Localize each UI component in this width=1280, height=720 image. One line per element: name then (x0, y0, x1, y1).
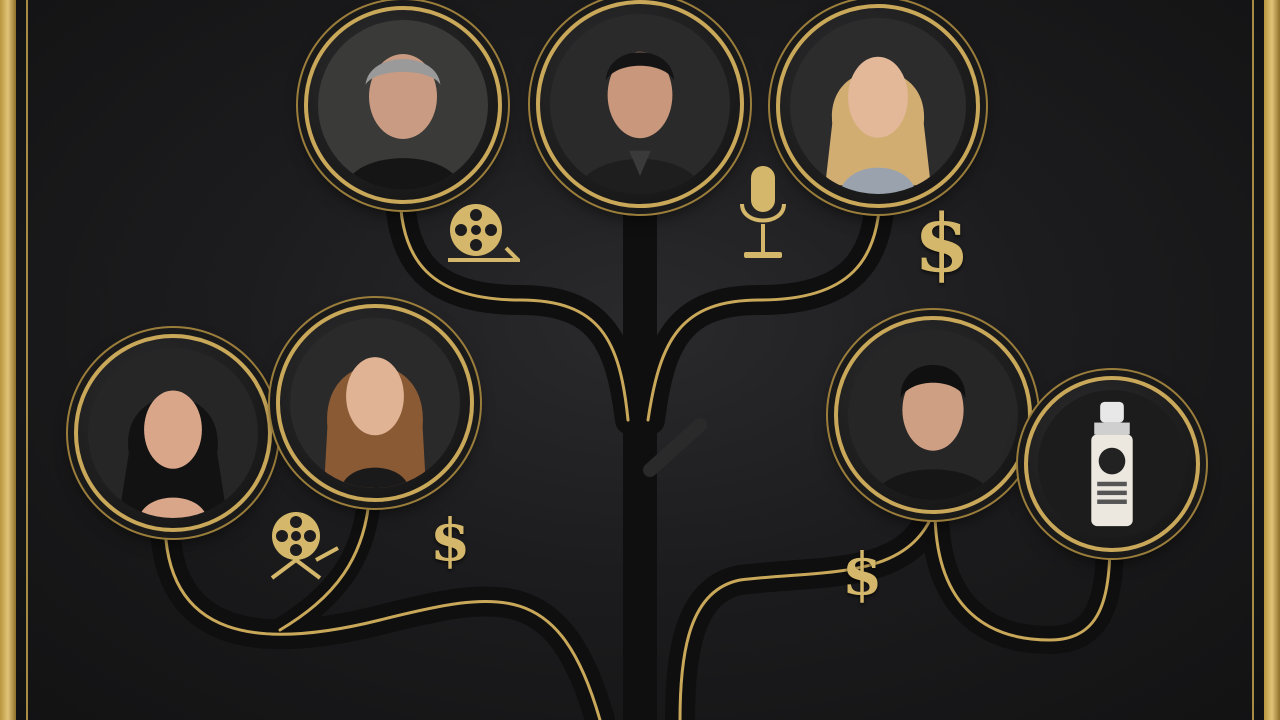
spray-bottle-image (1038, 390, 1186, 538)
dollar-icon: $ (842, 540, 883, 608)
portrait-node-man-dark-hair (834, 316, 1032, 514)
dollar-icon: $ (430, 506, 471, 574)
gold-frame-left (0, 0, 16, 720)
portrait-man-dark-suit (550, 14, 730, 194)
portrait-woman-auburn-hair (290, 318, 460, 488)
portrait-man-gray-hair (318, 20, 488, 190)
gold-frame-inner-right (1252, 0, 1254, 720)
gold-frame-inner-left (26, 0, 28, 720)
gold-frame-right (1264, 0, 1280, 720)
portrait-node-woman-blonde (776, 4, 980, 208)
portrait-node-man-gray-hair (304, 6, 502, 204)
product-node-spray-bottle (1024, 376, 1200, 552)
portrait-node-man-dark-suit (536, 0, 744, 208)
portrait-woman-blonde (790, 18, 966, 194)
film-reel-icon (270, 512, 339, 580)
portrait-man-dark-hair (848, 330, 1018, 500)
portrait-woman-dark-hair (88, 348, 258, 518)
dollar-icon: $ (914, 196, 970, 290)
portrait-node-woman-auburn-hair (276, 304, 474, 502)
film-reel-icon (448, 204, 520, 262)
portrait-node-woman-dark-hair (74, 334, 272, 532)
microphone-icon (740, 166, 786, 258)
